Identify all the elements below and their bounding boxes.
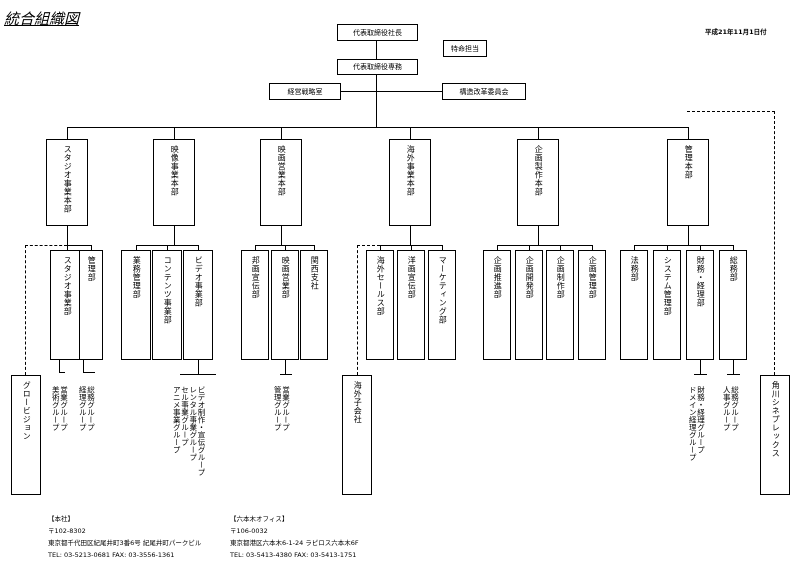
dept-video-business: ビデオ事業部 (183, 250, 213, 360)
special-duty-box: 特命担当 (443, 40, 487, 57)
group-film-sales: 営業グループ管理グループ (273, 386, 291, 431)
reform-committee-box: 構造改革委員会 (442, 83, 526, 100)
dept-japanese-film-promo: 邦画宣伝部 (241, 250, 269, 360)
affiliate-glovision: グロービジョン (11, 375, 41, 495)
dept-planning-development: 企画開発部 (515, 250, 543, 360)
dept-planning-management: 企画管理部 (578, 250, 606, 360)
dept-content-business: コンテンツ事業部 (152, 250, 182, 360)
group-studio-management: 総務グループ経理グループ (78, 386, 96, 431)
dept-finance-accounting: 財務・経理部 (686, 250, 714, 360)
strategy-office-box: 経営戦略室 (269, 83, 341, 100)
group-general-affairs: 総務グループ人事グループ (722, 386, 740, 431)
senior-md-box: 代表取締役専務 (337, 59, 418, 75)
dept-operations-management: 業務管理部 (121, 250, 151, 360)
dept-marketing: マーケティング部 (428, 250, 456, 360)
division-film-sales: 映画営業本部 (260, 139, 302, 226)
division-studio: スタジオ事業本部 (46, 139, 88, 226)
dept-film-sales: 映画営業部 (271, 250, 299, 360)
group-video-business: ビデオ制作・宣伝グループレンタル事業グループセル事業グループアニメ事業グループ (172, 386, 206, 476)
dept-kansai-branch: 関西支社 (300, 250, 328, 360)
dept-planning-promotion: 企画推進部 (483, 250, 511, 360)
division-planning: 企画製作本部 (517, 139, 559, 226)
dept-overseas-sales: 海外セールス部 (366, 250, 394, 360)
office-roppongi: 【六本木オフィス】 〒106-0032 東京都港区六本木6-1-24 ラピロス六… (230, 515, 359, 559)
dept-general-affairs: 総務部 (719, 250, 747, 360)
affiliate-overseas-subsidiary: 海外子会社 (342, 375, 372, 495)
chart-title: 統合組織図 (4, 10, 80, 28)
affiliate-kadokawa-cineplex: 角川シネプレックス (760, 375, 790, 495)
dept-system-management: システム管理部 (653, 250, 681, 360)
dept-legal: 法務部 (620, 250, 648, 360)
division-overseas: 海外事業本部 (389, 139, 431, 226)
group-studio-business: 営業グループ美術グループ (51, 386, 69, 431)
dept-foreign-film-promo: 洋画宣伝部 (397, 250, 425, 360)
division-admin: 管理本部 (667, 139, 709, 226)
dept-studio-management: 管理部 (79, 250, 103, 360)
effective-date: 平成21年11月1日付 (705, 28, 767, 36)
office-headquarters: 【本社】 〒102-8302 東京都千代田区紀尾井町3番6号 紀尾井町パークビル… (48, 515, 202, 559)
division-video: 映像事業本部 (153, 139, 195, 226)
ceo-box: 代表取締役社長 (337, 24, 418, 41)
group-finance: 財務・経理グループドメイン経理グループ (688, 386, 706, 461)
dept-planning-production: 企画制作部 (546, 250, 574, 360)
